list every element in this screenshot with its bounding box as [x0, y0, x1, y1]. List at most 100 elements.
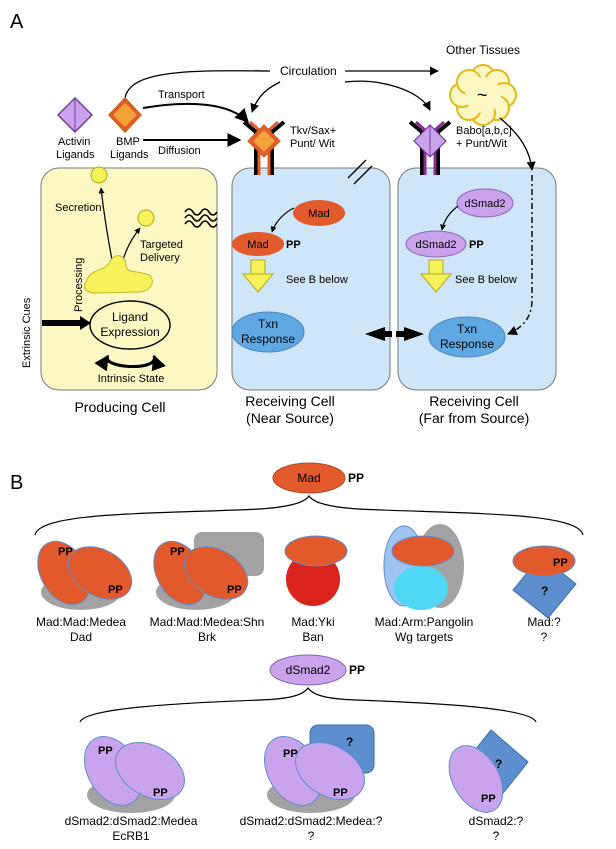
- dsmad2-complex-3-pp: PP: [481, 793, 496, 805]
- other-tissues-label: Other Tissues: [446, 43, 520, 57]
- circulation-to-near-arrow: [250, 81, 281, 113]
- processing-label: Processing: [73, 258, 85, 312]
- dsmad2-complex-2-line2: ?: [308, 829, 315, 843]
- mad-complex-3-line2: Ban: [302, 630, 323, 644]
- pp-label-far: PP: [469, 239, 484, 251]
- mad-unphosphorylated: [293, 200, 345, 226]
- dsmad2-label-far: dSmad2: [465, 198, 506, 210]
- feedback-arrow-right: [404, 327, 424, 341]
- activin-ligand-icon: [56, 96, 94, 134]
- mad-pp-label-near: Mad: [247, 239, 268, 251]
- secreted-ligand: [90, 166, 108, 184]
- bmp-label-1: BMP: [116, 136, 140, 148]
- transport-arrow: [142, 102, 249, 124]
- mad-complex-5-q: ?: [541, 584, 548, 598]
- txn-far-1: Txn: [457, 322, 477, 336]
- dsmad2-complex-1-line2: EcRB1: [112, 829, 150, 843]
- dsmad2-complex-2-pp-b: PP: [333, 787, 348, 799]
- dsmad2-unphosphorylated: [456, 188, 514, 218]
- dsmad2-complex-3-line1: dSmad2:?: [469, 814, 524, 828]
- mad-header-oval: [272, 462, 346, 494]
- mad-complex-1-pp-b: PP: [108, 584, 123, 596]
- diffusion-label: Diffusion: [158, 145, 201, 157]
- bmp-ligand-icon: [107, 96, 143, 134]
- dsmad2-complex-1-line1: dSmad2:dSmad2:Medea: [65, 814, 198, 828]
- mad-brace: [34, 494, 584, 536]
- dsmad2-complex-2-q: ?: [346, 735, 353, 749]
- panel-a-label: A: [10, 11, 24, 33]
- mad-complex-2-line1: Mad:Mad:Medea:Shn: [150, 615, 265, 629]
- extrinsic-label: Extrinsic Cues: [21, 297, 33, 368]
- dsmad2-complex-3-q: ?: [495, 757, 502, 771]
- txn-far-2: Response: [440, 337, 494, 351]
- mad-complex-1-line1: Mad:Mad:Medea: [36, 615, 126, 629]
- panel-b-label: B: [10, 472, 23, 494]
- txn-near-1: Txn: [258, 317, 278, 331]
- extrinsic-arrowhead: [80, 316, 91, 330]
- mad-header-pp: PP: [348, 471, 364, 485]
- targeted-label-2: Delivery: [140, 252, 180, 264]
- near-cell-caption-2: (Near Source): [246, 410, 334, 426]
- mad-complex-5-line1: Mad:?: [527, 615, 561, 629]
- activin-label-2: Ligands: [56, 149, 95, 161]
- babo-label-1: Babo[a,b,c]: [456, 125, 512, 137]
- tkv-label-2: Punt/ Wit: [290, 138, 335, 150]
- see-b-near: See B below: [286, 274, 348, 286]
- phosphorylation-arrow-far: [440, 205, 459, 231]
- ligand-expression-2: Expression: [100, 325, 159, 339]
- mad-phosphorylated: [232, 232, 284, 256]
- txn-near-2: Response: [241, 332, 295, 346]
- dsmad2-complex-1-pp-a: PP: [98, 745, 113, 757]
- phosphorylation-arrow-near: [270, 207, 295, 233]
- mad-complex-1-line2: Dad: [70, 630, 92, 644]
- ligand-expression: [89, 300, 171, 350]
- dsmad2-complex-1: [84, 736, 185, 813]
- mad-complex-4-line2: Wg targets: [395, 630, 453, 644]
- mad-complex-1-pp-a: PP: [58, 546, 73, 558]
- activin-label-1: Activin: [58, 136, 90, 148]
- dsmad2-pp-label-far: dSmad2: [416, 239, 457, 251]
- mad-complex-1: [37, 540, 133, 610]
- far-cell-caption-2: (Far from Source): [419, 410, 529, 426]
- dsmad2-complex-1-pp-b: PP: [153, 787, 168, 799]
- mad-complex-3-line1: Mad:Yki: [291, 615, 334, 629]
- intrinsic-cycle-arrow: [94, 354, 166, 372]
- mad-complex-2: [153, 532, 264, 610]
- dsmad2-complex-2: [264, 724, 375, 813]
- transport-label: Transport: [158, 89, 205, 101]
- mad-complex-4: [383, 524, 464, 610]
- circulation-to-far-arrow: [344, 80, 431, 111]
- systemic-dashed-arrow: [507, 175, 533, 336]
- ligand-expression-1: Ligand: [112, 310, 148, 324]
- mad-complex-5: [512, 545, 577, 619]
- mad-complex-3: [284, 535, 348, 606]
- break-mark: [347, 159, 373, 185]
- mad-complex-2-pp-b: PP: [227, 584, 242, 596]
- circulation-arrow-left: [124, 70, 271, 99]
- other-tissues-flower: [449, 64, 517, 126]
- dsmad2-header-oval: [269, 654, 347, 686]
- mad-complex-5-pp: PP: [553, 557, 568, 569]
- targeted-ligand: [137, 209, 155, 227]
- tkv-receptor: [242, 120, 286, 175]
- yellow-arrow-near: [241, 259, 275, 293]
- dsmad2-header-label: dSmad2: [286, 663, 331, 677]
- tissues-to-far-arrow: [499, 117, 536, 171]
- bmp-label-2: Ligands: [110, 149, 149, 161]
- txn-response-near: [231, 311, 305, 353]
- intrinsic-label: Intrinsic State: [98, 373, 165, 385]
- dsmad2-complex-3-line2: ?: [493, 829, 500, 843]
- producing-cell-caption: Producing Cell: [74, 399, 165, 415]
- circulation-label: Circulation: [280, 64, 337, 78]
- cytoneme-icon: [184, 208, 218, 228]
- tilde-symbol: ~: [477, 85, 488, 105]
- dsmad2-complex-3: [448, 729, 529, 813]
- dsmad2-header-pp: PP: [349, 663, 365, 677]
- mad-complex-2-pp-a: PP: [170, 546, 185, 558]
- mad-header-label: Mad: [297, 471, 320, 485]
- mad-complex-4-line1: Mad:Arm:Pangolin: [375, 615, 474, 629]
- dsmad2-complex-2-pp-a: PP: [283, 748, 298, 760]
- targeted-label-1: Targeted: [140, 239, 183, 251]
- secretion-label: Secretion: [55, 202, 101, 214]
- dsmad2-phosphorylated: [405, 230, 467, 258]
